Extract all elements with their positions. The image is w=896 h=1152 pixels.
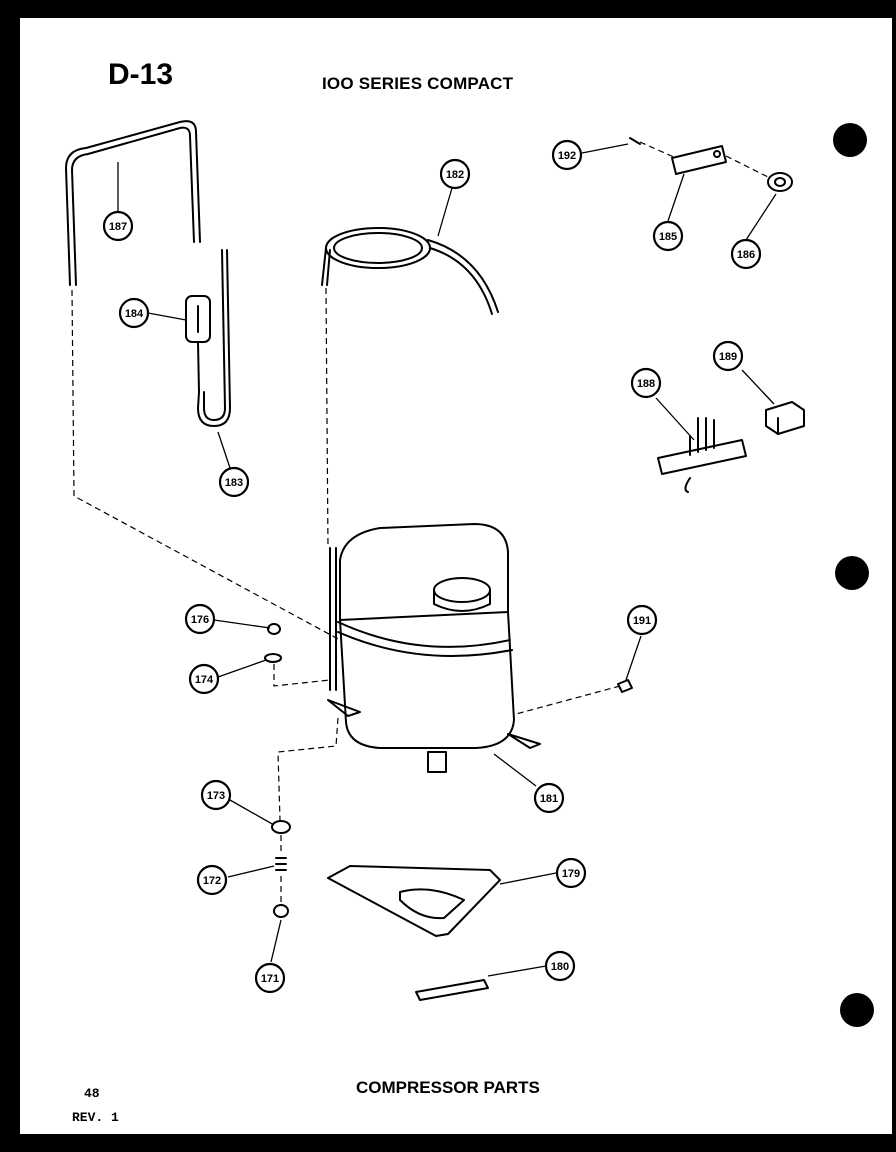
callout-number: 176 [191,614,209,626]
callout-bubble [439,158,471,190]
callout-180: 180 [544,950,576,982]
callout-bubble [102,210,134,242]
callout-number: 181 [540,793,558,805]
callout-179: 179 [555,857,587,889]
callout-182: 182 [439,158,471,190]
diagram-sheet [20,18,892,1134]
drier-part [185,295,211,393]
callout-bubble [652,220,684,252]
callout-185: 185 [652,220,684,252]
callout-number: 173 [207,790,225,802]
suction-tube-part [197,249,231,427]
callout-number: 179 [562,868,580,880]
callout-183: 183 [218,466,250,498]
discharge-tube-part [65,120,201,286]
binder-hole-middle [835,556,869,590]
callout-number: 174 [195,674,214,686]
compressor-part [327,523,541,773]
relay-bracket-part [671,145,727,175]
callout-bubble [118,297,150,329]
callout-number: 185 [659,231,677,243]
callout-171: 171 [254,962,286,994]
callout-number: 186 [737,249,755,261]
callout-184: 184 [118,297,150,329]
callout-number: 183 [225,477,243,489]
callout-bubble [626,604,658,636]
callout-number: 180 [551,961,569,973]
callout-192: 192 [551,139,583,171]
callout-number: 188 [637,378,655,390]
callout-bubble [218,466,250,498]
assembly-guide-lines [71,141,771,904]
callout-189: 189 [712,340,744,372]
callout-bubble [555,857,587,889]
base-plate-part [327,865,501,937]
section-caption: COMPRESSOR PARTS [356,1078,540,1097]
callout-bubble [196,864,228,896]
callout-bubble [200,779,232,811]
diagram-code: D-13 [108,58,174,91]
callout-number: 184 [125,308,144,320]
callout-number: 187 [109,221,127,233]
overload-part [767,172,793,192]
page-number: 48 [84,1086,100,1101]
callout-bubble [730,238,762,270]
binder-hole-top [833,123,867,157]
callout-181: 181 [533,782,565,814]
callout-number: 171 [261,973,279,985]
callout-173: 173 [200,779,232,811]
callout-number: 189 [719,351,737,363]
grommet-part [264,623,282,663]
callout-number: 172 [203,875,221,887]
callout-187: 187 [102,210,134,242]
callout-174: 174 [188,663,220,695]
callout-186: 186 [730,238,762,270]
series-title: IOO SERIES COMPACT [322,74,514,93]
callout-bubble [630,367,662,399]
callout-191: 191 [626,604,658,636]
callout-bubble [712,340,744,372]
bolt-part [617,679,633,693]
process-tube-coil-part [321,227,499,315]
callout-bubble [254,962,286,994]
mounting-hardware-part [271,820,291,918]
callout-number: 182 [446,169,464,181]
callout-188: 188 [630,367,662,399]
callout-bubble [533,782,565,814]
callout-bubble [188,663,220,695]
clip-part [415,979,489,1001]
terminal-block-part [765,401,805,435]
callout-bubble [544,950,576,982]
callout-leaders [117,143,777,977]
screw-part [629,137,641,145]
callout-number: 192 [558,150,576,162]
binder-hole-bottom [840,993,874,1027]
callout-bubble [551,139,583,171]
callout-number: 191 [633,615,651,627]
callout-176: 176 [184,603,216,635]
revision-label: REV. 1 [72,1110,119,1125]
relay-part [657,417,747,493]
callout-172: 172 [196,864,228,896]
callout-bubble [184,603,216,635]
